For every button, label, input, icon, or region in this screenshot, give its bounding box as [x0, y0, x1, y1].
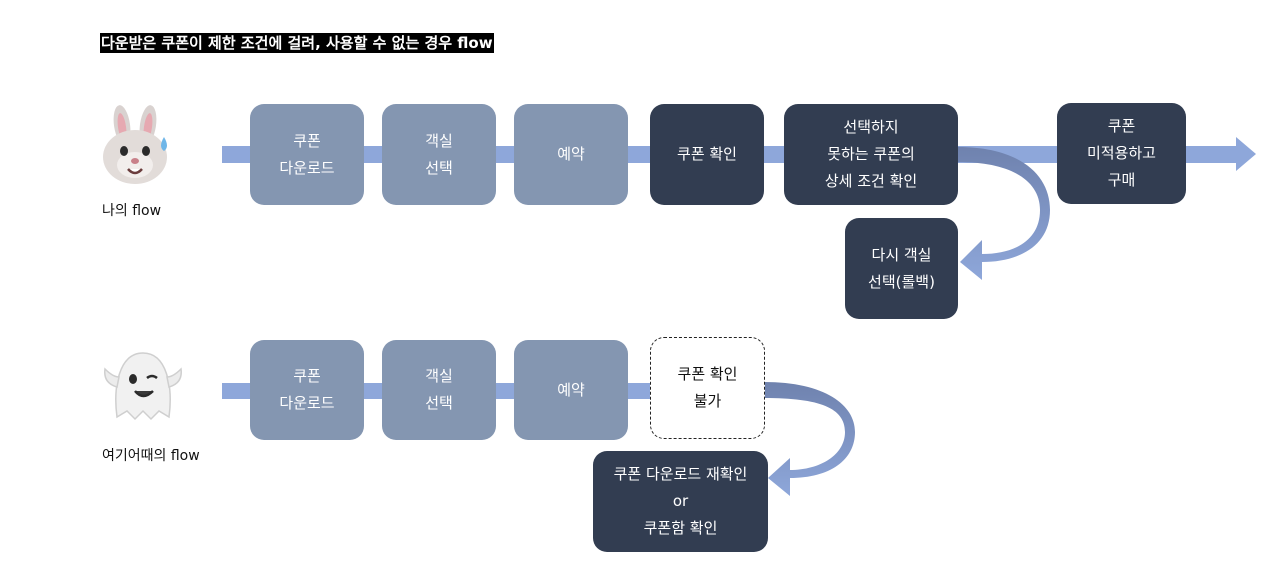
flow1-arrowhead	[1236, 137, 1256, 171]
bunny-emoji-icon	[103, 105, 167, 184]
flow1-step-coupon-check: 쿠폰 확인	[650, 104, 764, 205]
flow2-step-reserve: 예약	[514, 340, 628, 440]
flow1-label: 나의 flow	[102, 203, 162, 219]
flow1-step-room-select: 객실 선택	[382, 104, 496, 205]
flow1-step-reserve: 예약	[514, 104, 628, 205]
flow2-label: 여기어때의 flow	[102, 448, 200, 464]
flow2-retry-arrow	[764, 382, 855, 496]
flow1-step-condition-check: 선택하지 못하는 쿠폰의 상세 조건 확인	[784, 104, 958, 205]
flow2-step-coupon-check-unavailable: 쿠폰 확인 불가	[650, 337, 765, 439]
flow1-step-coupon-download: 쿠폰 다운로드	[250, 104, 364, 205]
flow1-branch-rollback: 다시 객실 선택(롤백)	[845, 218, 958, 319]
flow1-step-purchase-without-coupon: 쿠폰 미적용하고 구매	[1057, 103, 1186, 204]
flow2-step-room-select: 객실 선택	[382, 340, 496, 440]
ghost-emoji-icon	[104, 352, 182, 421]
page-title: 다운받은 쿠폰이 제한 조건에 걸려, 사용할 수 없는 경우 flow	[100, 33, 494, 53]
flow2-step-coupon-download: 쿠폰 다운로드	[250, 340, 364, 440]
flow1-rollback-arrow	[958, 147, 1050, 280]
flow2-branch-recheck: 쿠폰 다운로드 재확인 or 쿠폰함 확인	[593, 451, 768, 552]
